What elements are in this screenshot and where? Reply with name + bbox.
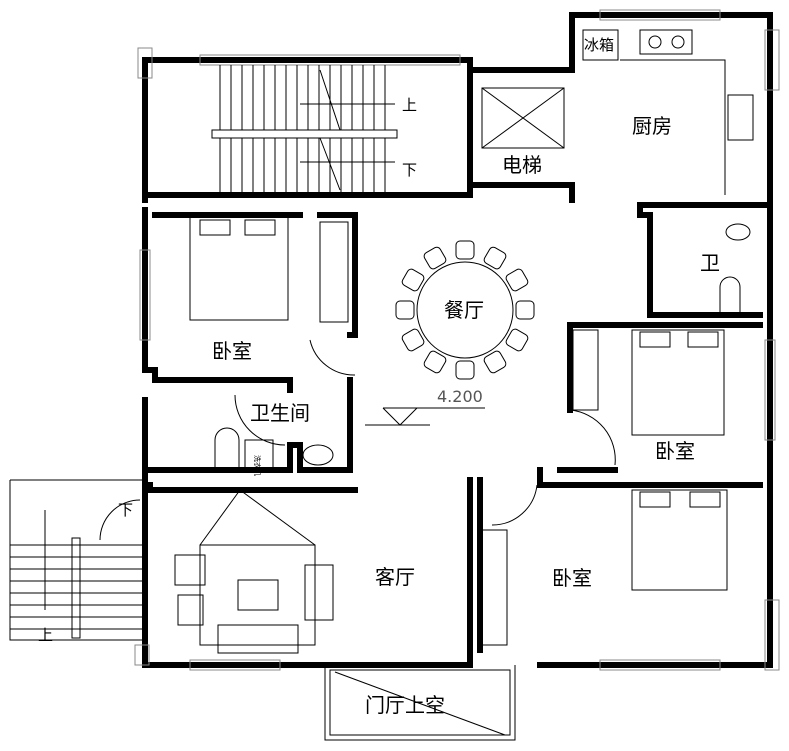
bedroom-right-bottom-label: 卧室: [552, 566, 592, 590]
fridge-label: 冰箱: [584, 36, 614, 54]
dining-chair: [423, 246, 447, 270]
stair-down-label: 下: [402, 161, 417, 179]
small-bath-label: 卫: [700, 251, 720, 275]
porch: 门厅上空: [324, 665, 516, 741]
porch-label: 门厅上空: [365, 693, 445, 717]
dining-chair: [455, 360, 475, 380]
living-room: 客厅: [174, 489, 415, 654]
kitchen-label: 厨房: [632, 114, 672, 138]
dining-chair: [401, 268, 425, 292]
dining-chair: [483, 350, 507, 374]
bathroom: 洗衣机 卫生间: [214, 394, 334, 476]
dining-chair: [505, 268, 529, 292]
washer-label: 洗衣机: [253, 455, 262, 476]
dining-chair: [423, 350, 447, 374]
dining-chair: [505, 328, 529, 352]
bedroom-right-bottom: 卧室: [481, 484, 728, 646]
bedroom-right-top: 卧室: [569, 329, 725, 466]
living-label: 客厅: [375, 565, 415, 589]
dining-table: 餐厅 4.200: [365, 240, 535, 426]
exterior-stair: 下 上: [9, 479, 145, 644]
kitchen: 冰箱 厨房: [582, 29, 754, 195]
walls: [142, 12, 773, 668]
dining-chair: [455, 240, 475, 260]
bedroom-left-label: 卧室: [212, 339, 252, 363]
ext-stair-down-label: 下: [118, 501, 133, 519]
elevator-label: 电梯: [502, 153, 542, 177]
stair-up-label: 上: [402, 96, 417, 114]
level-label: 4.200: [437, 387, 483, 406]
dining-chair: [483, 246, 507, 270]
bedroom-left: 卧室: [189, 214, 356, 376]
bedroom-right-top-label: 卧室: [655, 439, 695, 463]
stairwell: 上 下: [211, 65, 417, 192]
dining-chair: [515, 300, 535, 320]
ext-stair-up-label: 上: [38, 626, 53, 644]
dining-chair: [401, 328, 425, 352]
dining-label: 餐厅: [444, 298, 484, 322]
elevator: 电梯: [481, 87, 565, 177]
bathroom-label: 卫生间: [250, 401, 310, 425]
small-bathroom: 卫: [700, 223, 751, 312]
dining-chair: [395, 300, 415, 320]
